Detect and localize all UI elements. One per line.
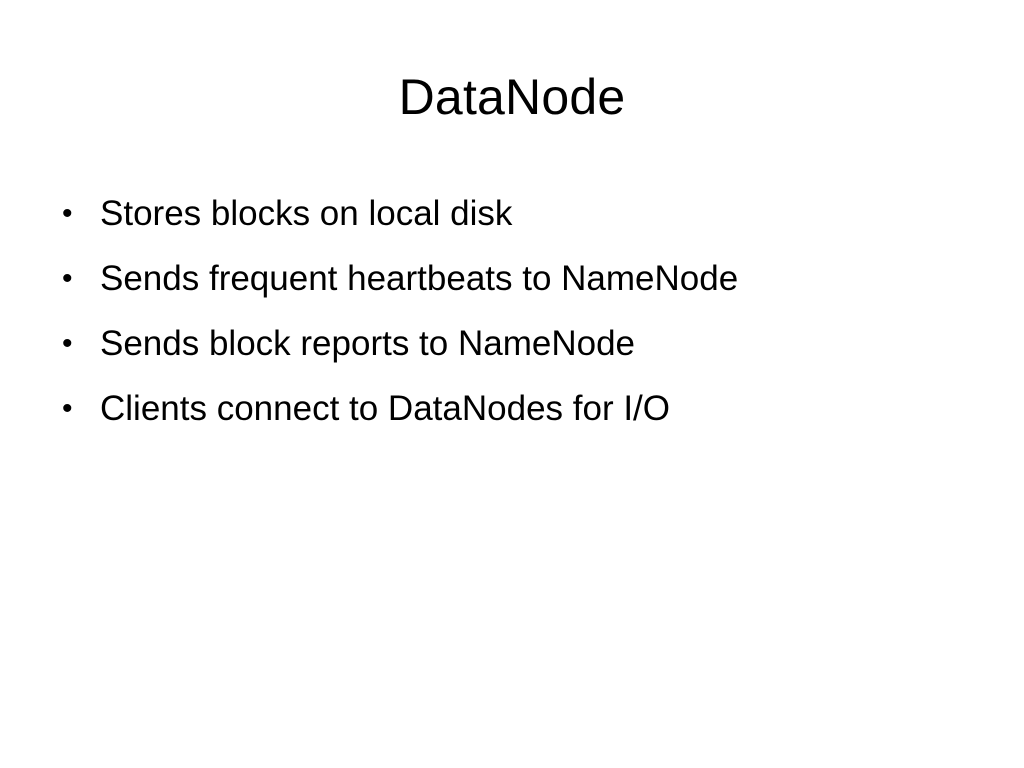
bullet-text: Stores blocks on local disk: [100, 194, 513, 233]
bullet-text: Sends block reports to NameNode: [100, 324, 635, 363]
bullet-icon: •: [62, 262, 73, 295]
bullet-item: • Sends frequent heartbeats to NameNode: [62, 253, 962, 318]
bullet-text: Sends frequent heartbeats to NameNode: [100, 259, 739, 298]
bullet-item: • Stores blocks on local disk: [62, 188, 962, 253]
bullet-item: • Clients connect to DataNodes for I/O: [62, 383, 962, 448]
slide-title: DataNode: [398, 69, 626, 125]
bullet-icon: •: [62, 327, 73, 360]
bullet-icon: •: [62, 197, 73, 230]
bullet-list: • Stores blocks on local disk • Sends fr…: [62, 188, 962, 448]
bullet-icon: •: [62, 392, 73, 425]
bullet-item: • Sends block reports to NameNode: [62, 318, 962, 383]
bullet-text: Clients connect to DataNodes for I/O: [100, 389, 670, 428]
